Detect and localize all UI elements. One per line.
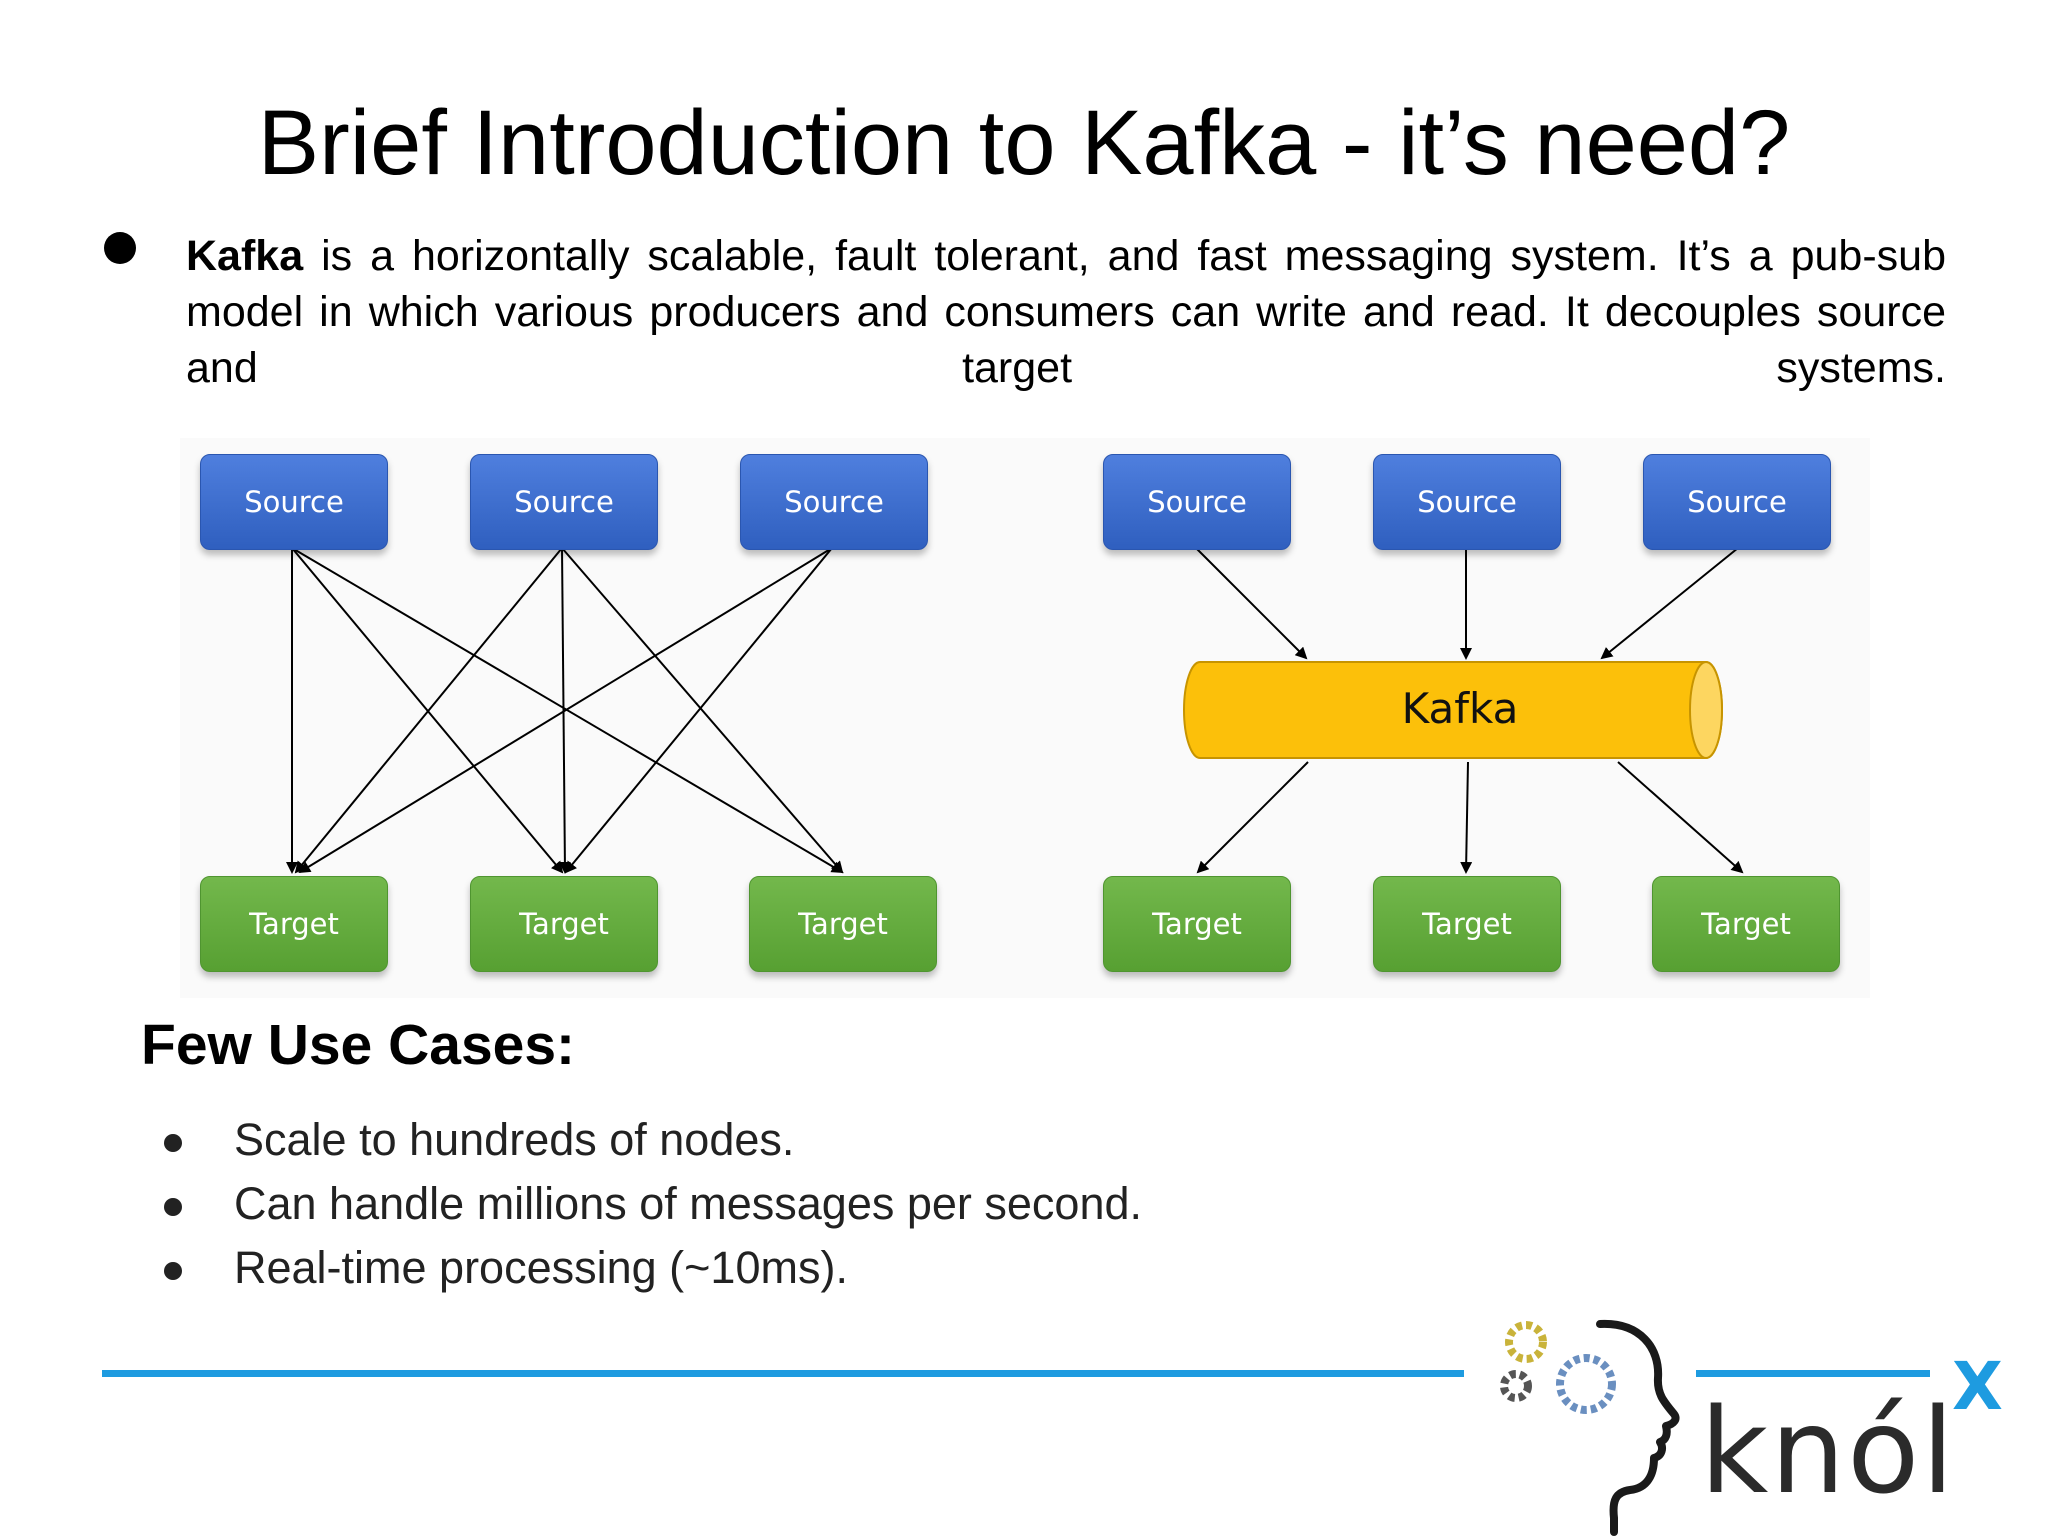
left-source-3: Source [740,454,928,550]
right-source-1: Source [1103,454,1291,550]
kafka-label: Kafka [1401,684,1519,733]
intro-paragraph: Kafka is a horizontally scalable, fault … [186,228,1946,396]
knolx-logo-icon [1500,1319,1680,1536]
bullet-icon [164,1198,182,1216]
right-target-1: Target [1103,876,1291,972]
right-connector-lines [1195,547,1744,874]
kafka-cylinder [1183,661,1723,759]
logo-text: knól [1700,1382,1957,1520]
left-target-2: Target [470,876,658,972]
use-cases-heading: Few Use Cases: [141,1013,576,1077]
footer-divider-left [102,1370,1464,1377]
left-target-3: Target [749,876,937,972]
left-source-2: Source [470,454,658,550]
left-connector-lines [286,547,844,874]
left-source-1: Source [200,454,388,550]
list-item-text: Real-time processing (~10ms). [234,1242,848,1293]
left-target-1: Target [200,876,388,972]
right-target-3: Target [1652,876,1840,972]
bullet-icon [104,232,136,264]
page-title: Brief Introduction to Kafka - it’s need? [257,92,1791,194]
right-target-2: Target [1373,876,1561,972]
intro-bold: Kafka [186,232,304,280]
list-item-text: Scale to hundreds of nodes. [234,1114,795,1165]
bullet-icon [164,1262,182,1280]
right-source-2: Source [1373,454,1561,550]
list-item-text: Can handle millions of messages per seco… [234,1178,1142,1229]
intro-text: is a horizontally scalable, fault tolera… [186,232,1946,392]
right-source-3: Source [1643,454,1831,550]
footer-divider-right [1696,1370,1930,1377]
bullet-icon [164,1134,182,1152]
logo-superscript: X [1952,1348,2003,1425]
